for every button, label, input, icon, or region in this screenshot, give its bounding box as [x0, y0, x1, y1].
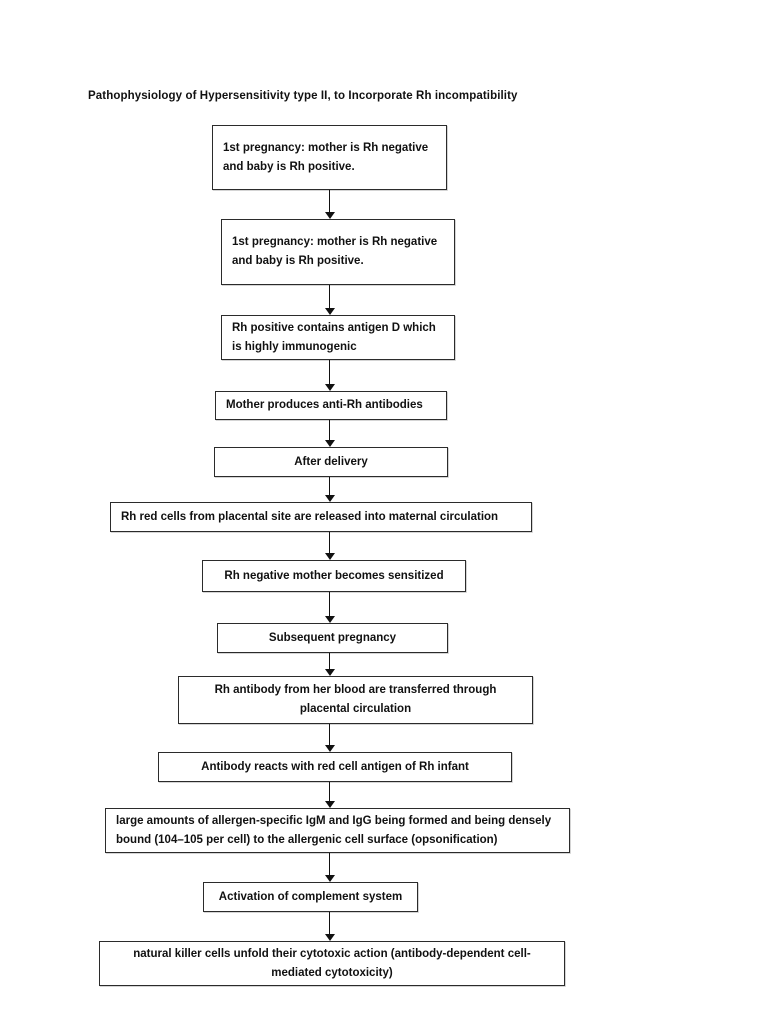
- flowchart-node-n10: Antibody reacts with red cell antigen of…: [158, 752, 512, 782]
- arrow-line-icon: [329, 853, 331, 876]
- arrow-line-icon: [329, 782, 331, 802]
- flowchart-node-n6: Rh red cells from placental site are rel…: [110, 502, 532, 532]
- flowchart-arrow-n9-to-n10: [323, 724, 337, 752]
- flowchart-node-label: Antibody reacts with red cell antigen of…: [201, 760, 469, 773]
- flowchart-node-label: large amounts of allergen-specific IgM a…: [116, 814, 552, 846]
- flowchart-node-label: After delivery: [294, 455, 368, 468]
- arrow-line-icon: [329, 532, 331, 554]
- arrow-line-icon: [329, 420, 331, 441]
- arrow-line-icon: [329, 477, 331, 496]
- arrow-head-icon: [325, 384, 335, 391]
- flowchart-arrow-n10-to-n11: [323, 782, 337, 808]
- page-title: Pathophysiology of Hypersensitivity type…: [88, 90, 518, 102]
- flowchart-arrow-n3-to-n4: [323, 360, 337, 391]
- flowchart-node-label: natural killer cells unfold their cytoto…: [133, 947, 531, 979]
- flowchart-arrow-n11-to-n12: [323, 853, 337, 882]
- flowchart-node-label: Activation of complement system: [218, 890, 403, 903]
- arrow-line-icon: [329, 653, 331, 670]
- flowchart-node-label: Subsequent pregnancy: [268, 631, 397, 644]
- arrow-head-icon: [325, 801, 335, 808]
- flowchart-node-label: Rh negative mother becomes sensitized: [224, 569, 444, 582]
- arrow-head-icon: [325, 440, 335, 447]
- flowchart-node-n8: Subsequent pregnancy: [217, 623, 448, 653]
- flowchart-node-n4: Mother produces anti-Rh antibodies: [215, 391, 447, 420]
- arrow-head-icon: [325, 212, 335, 219]
- flowchart-node-n7: Rh negative mother becomes sensitized: [202, 560, 466, 592]
- arrow-head-icon: [325, 745, 335, 752]
- arrow-line-icon: [329, 190, 331, 213]
- flowchart-arrow-n7-to-n8: [323, 592, 337, 623]
- flowchart-node-n13: natural killer cells unfold their cytoto…: [99, 941, 565, 986]
- flowchart-arrow-n12-to-n13: [323, 912, 337, 941]
- flowchart-node-n12: Activation of complement system: [203, 882, 418, 912]
- arrow-line-icon: [329, 724, 331, 746]
- arrow-head-icon: [325, 875, 335, 882]
- arrow-head-icon: [325, 553, 335, 560]
- arrow-line-icon: [329, 592, 331, 617]
- flowchart-arrow-n8-to-n9: [323, 653, 337, 676]
- flowchart-arrow-n6-to-n7: [323, 532, 337, 560]
- flowchart-node-n5: After delivery: [214, 447, 448, 477]
- arrow-line-icon: [329, 912, 331, 935]
- arrow-head-icon: [325, 934, 335, 941]
- arrow-head-icon: [325, 669, 335, 676]
- flowchart-node-n9: Rh antibody from her blood are transferr…: [178, 676, 533, 724]
- flowchart-arrow-n5-to-n6: [323, 477, 337, 502]
- arrow-head-icon: [325, 495, 335, 502]
- flowchart-arrow-n1-to-n2: [323, 190, 337, 219]
- arrow-head-icon: [325, 308, 335, 315]
- flowchart-node-n11: large amounts of allergen-specific IgM a…: [105, 808, 570, 853]
- flowchart-node-label: Rh antibody from her blood are transferr…: [214, 684, 497, 715]
- flowchart-node-label: Rh red cells from placental site are rel…: [121, 510, 499, 523]
- arrow-head-icon: [325, 616, 335, 623]
- arrow-line-icon: [329, 285, 331, 309]
- arrow-line-icon: [329, 360, 331, 385]
- flowchart-node-label: Mother produces anti-Rh antibodies: [226, 399, 423, 412]
- flowchart-arrow-n4-to-n5: [323, 420, 337, 447]
- flowchart-arrow-n2-to-n3: [323, 285, 337, 315]
